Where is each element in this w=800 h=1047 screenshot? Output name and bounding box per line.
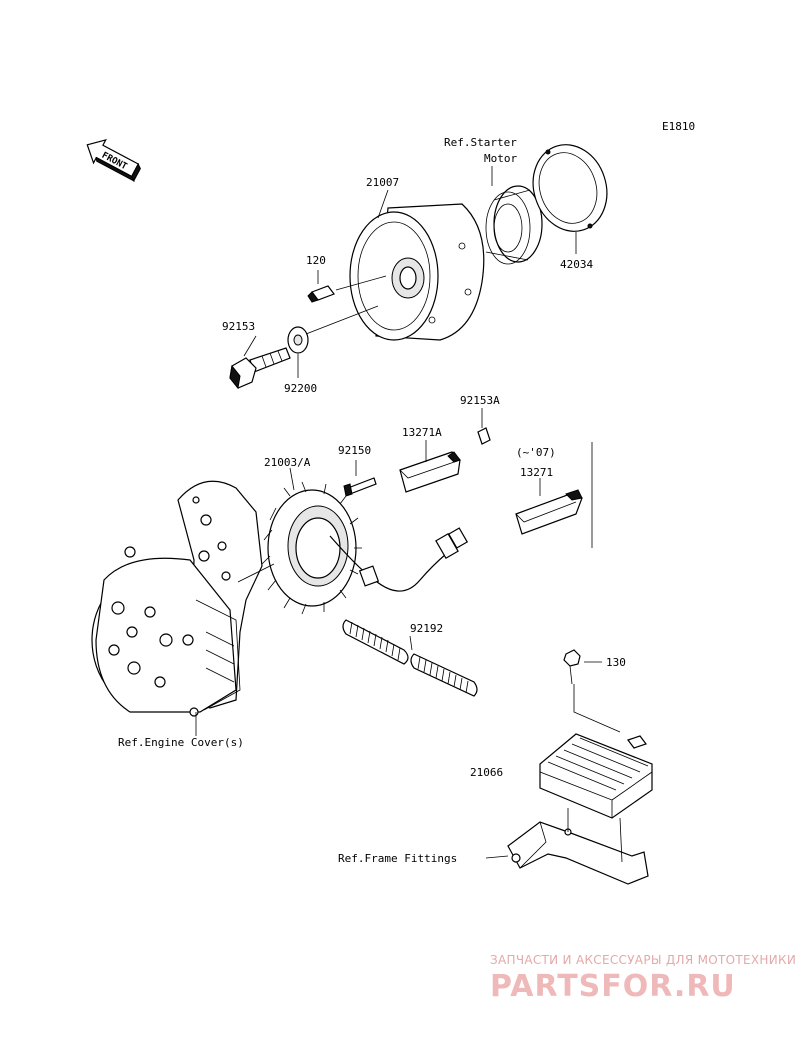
- label-92153a: 92153A: [460, 394, 500, 407]
- regulator-21066: [539, 733, 653, 819]
- label-120: 120: [306, 254, 326, 267]
- starter-clutch: [485, 185, 543, 265]
- label-ref-starter-motor-1: Ref.Starter: [444, 136, 517, 149]
- bracket-frame-fittings: [507, 808, 649, 885]
- screw-92153a: [477, 427, 491, 445]
- engine-cover: [91, 480, 263, 717]
- bolt-92150: [343, 477, 377, 497]
- rotor-21007: [349, 203, 485, 341]
- label-ref-frame-fittings: Ref.Frame Fittings: [338, 852, 457, 865]
- label-92150: 92150: [338, 444, 371, 457]
- label-42034: 42034: [560, 258, 593, 271]
- label-13271: 13271: [520, 466, 553, 479]
- label-21066: 21066: [470, 766, 503, 779]
- tube-92192: [342, 619, 478, 697]
- bolt-120: [307, 285, 335, 303]
- label-year-note: (~'07): [516, 446, 556, 459]
- label-21007: 21007: [366, 176, 399, 189]
- watermark-tagline: ЗАПЧАСТИ И АКСЕССУАРЫ ДЛЯ МОТОТЕХНИКИ: [490, 953, 796, 967]
- watermark-brand: PARTSFOR.RU: [490, 969, 736, 1004]
- washer-92200: [287, 326, 309, 354]
- label-130: 130: [606, 656, 626, 669]
- front-arrow-icon: FRONT: [86, 139, 141, 183]
- label-92200: 92200: [284, 382, 317, 395]
- cover-13271: [515, 489, 583, 535]
- stator-21003a: [261, 481, 469, 615]
- bolt-92153: [229, 347, 291, 390]
- diagram-code: E1810: [662, 120, 695, 133]
- label-13271a: 13271A: [402, 426, 442, 439]
- cover-holes: [108, 496, 231, 688]
- label-21003a: 21003/A: [264, 456, 311, 469]
- label-92192: 92192: [410, 622, 443, 635]
- label-92153: 92153: [222, 320, 255, 333]
- label-ref-starter-motor-2: Motor: [484, 152, 517, 165]
- cover-13271a: [399, 451, 461, 493]
- cover-ring-42034: [532, 144, 608, 232]
- bolt-130: [563, 649, 621, 733]
- label-ref-engine-cover: Ref.Engine Cover(s): [118, 736, 244, 749]
